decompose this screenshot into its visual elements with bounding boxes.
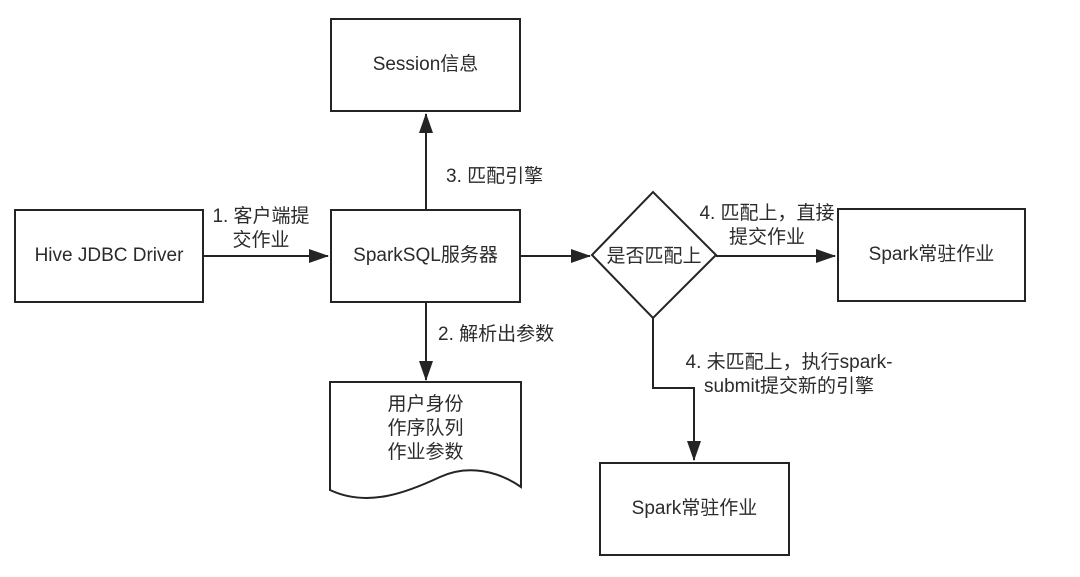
hive-jdbc-driver-label: Hive JDBC Driver: [34, 245, 184, 266]
user-info-document-label: 用户身份 作序队列 作业参数: [387, 394, 464, 463]
arrow-decision-to-spark-bottom: [652, 318, 701, 461]
session-info-label: Session信息: [372, 54, 479, 75]
spark-resident-job-right-label: Spark常驻作业: [868, 244, 995, 265]
user-info-document-shape: [329, 381, 522, 499]
session-info-node: Session信息: [330, 18, 521, 112]
edge-label-step1: 1. 客户端提 交作业: [212, 206, 310, 251]
spark-resident-job-bottom-node: Spark常驻作业: [599, 462, 790, 556]
edge-label-step2: 2. 解析出参数: [438, 324, 555, 345]
edge-label-step3: 3. 匹配引擎: [446, 166, 544, 187]
hive-jdbc-driver-node: Hive JDBC Driver: [14, 209, 204, 303]
match-decision-label: 是否匹配上: [606, 246, 702, 267]
edge-label-step4-matched: 4. 匹配上，直接 提交作业: [699, 203, 835, 248]
sparksql-server-label: SparkSQL服务器: [353, 245, 498, 266]
sparksql-server-node: SparkSQL服务器: [330, 209, 521, 303]
spark-resident-job-bottom-label: Spark常驻作业: [631, 498, 758, 519]
edge-label-step4-not-matched: 4. 未匹配上，执行spark- submit提交新的引擎: [685, 352, 893, 397]
spark-resident-job-right-node: Spark常驻作业: [837, 208, 1026, 302]
